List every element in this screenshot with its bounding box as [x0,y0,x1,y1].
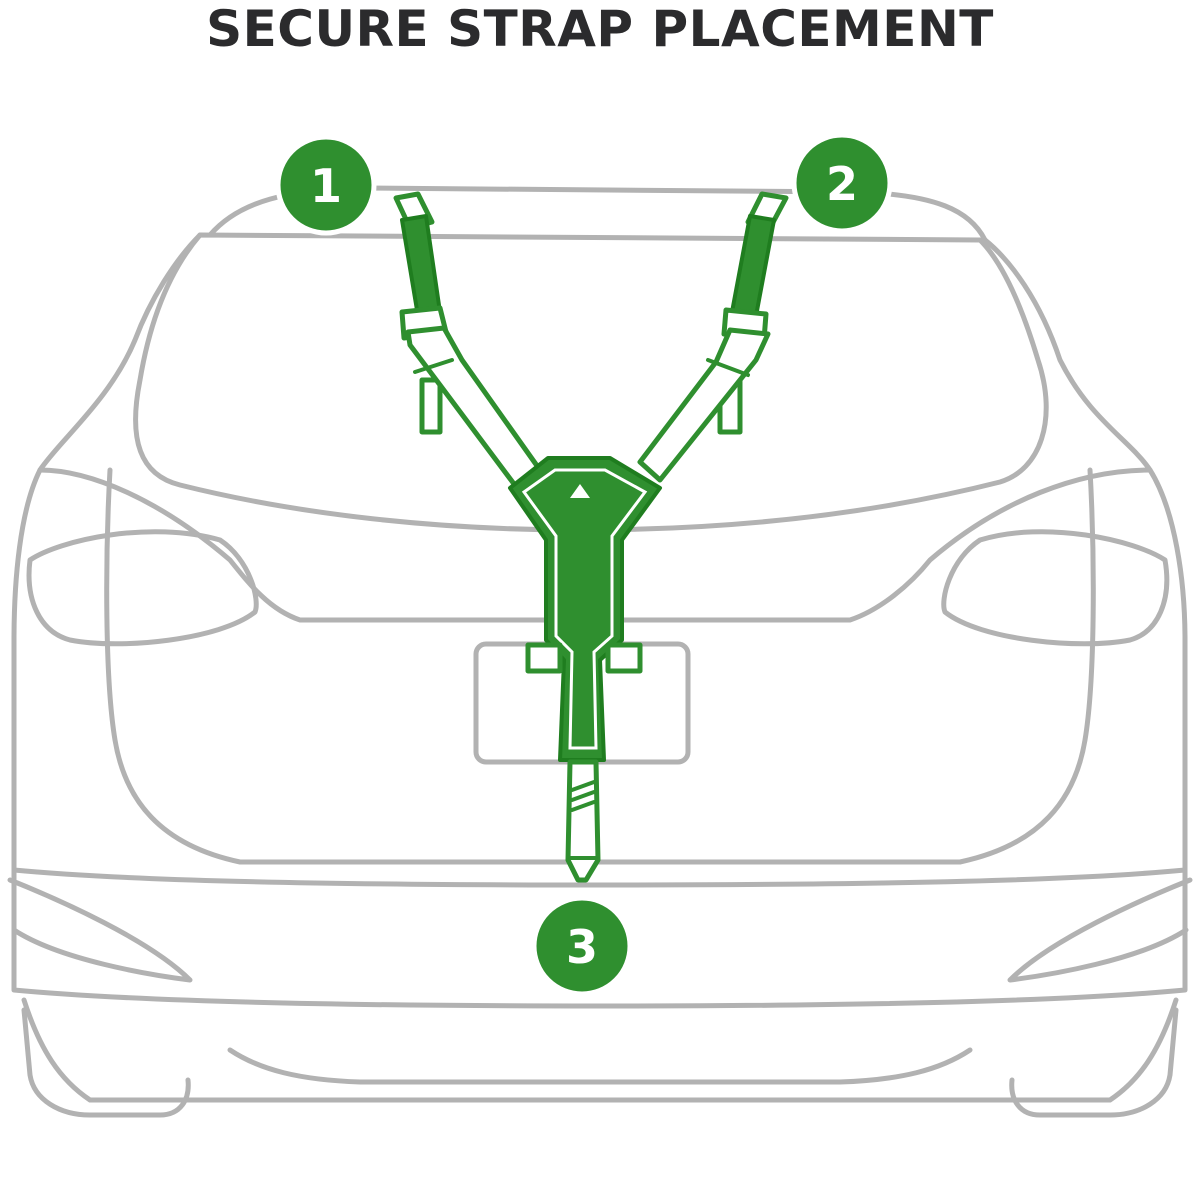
car-lower-valance [21,997,1179,1103]
strap-arm-right-band [706,358,750,377]
strap-tab-right [605,642,643,674]
strap-center-hub [508,456,662,762]
badge-circle-3 [531,895,633,997]
car-tailgate-panel [104,467,1096,865]
car-reflector-right [1007,877,1193,983]
car-tailgate-upper [37,467,1153,623]
strap-clip-left [419,377,443,435]
strap-lower-tail-band1 [570,780,596,792]
car-body-right [982,237,1188,873]
car-tire-right [1009,1007,1179,1118]
car-taillight-right [941,529,1170,647]
badge-3: 3 [531,895,633,997]
badge-number-1: 1 [310,159,342,213]
car-roof-edge [207,185,988,243]
car-reflector-left [7,877,193,983]
strap-lower-tail [565,759,601,883]
strap-lower-tail-band2 [570,790,596,802]
badge-number-3: 3 [566,920,598,974]
strap-tab-left [525,642,563,674]
car-body-left [11,232,203,873]
badge-1: 1 [275,134,377,236]
badge-2: 2 [791,132,893,234]
trunk-strap-assembly [393,191,789,883]
car-lower-lip [227,1047,973,1085]
strap-arm-left-band [413,358,454,374]
car-bumper [11,867,1188,1009]
triangle-up-icon [570,484,590,498]
car-taillight-left [26,529,259,647]
strap-upper-left [400,214,442,318]
badge-circle-1 [275,134,377,236]
strap-arm-right [637,327,771,483]
page-title: SECURE STRAP PLACEMENT [206,0,994,58]
car-tire-left [21,1007,191,1118]
strap-upper-right [730,214,776,318]
strap-center-hub-outline [521,468,648,750]
badge-circle-2 [791,132,893,234]
badge-number-2: 2 [826,157,858,211]
strap-lower-tail-band3 [570,800,596,812]
